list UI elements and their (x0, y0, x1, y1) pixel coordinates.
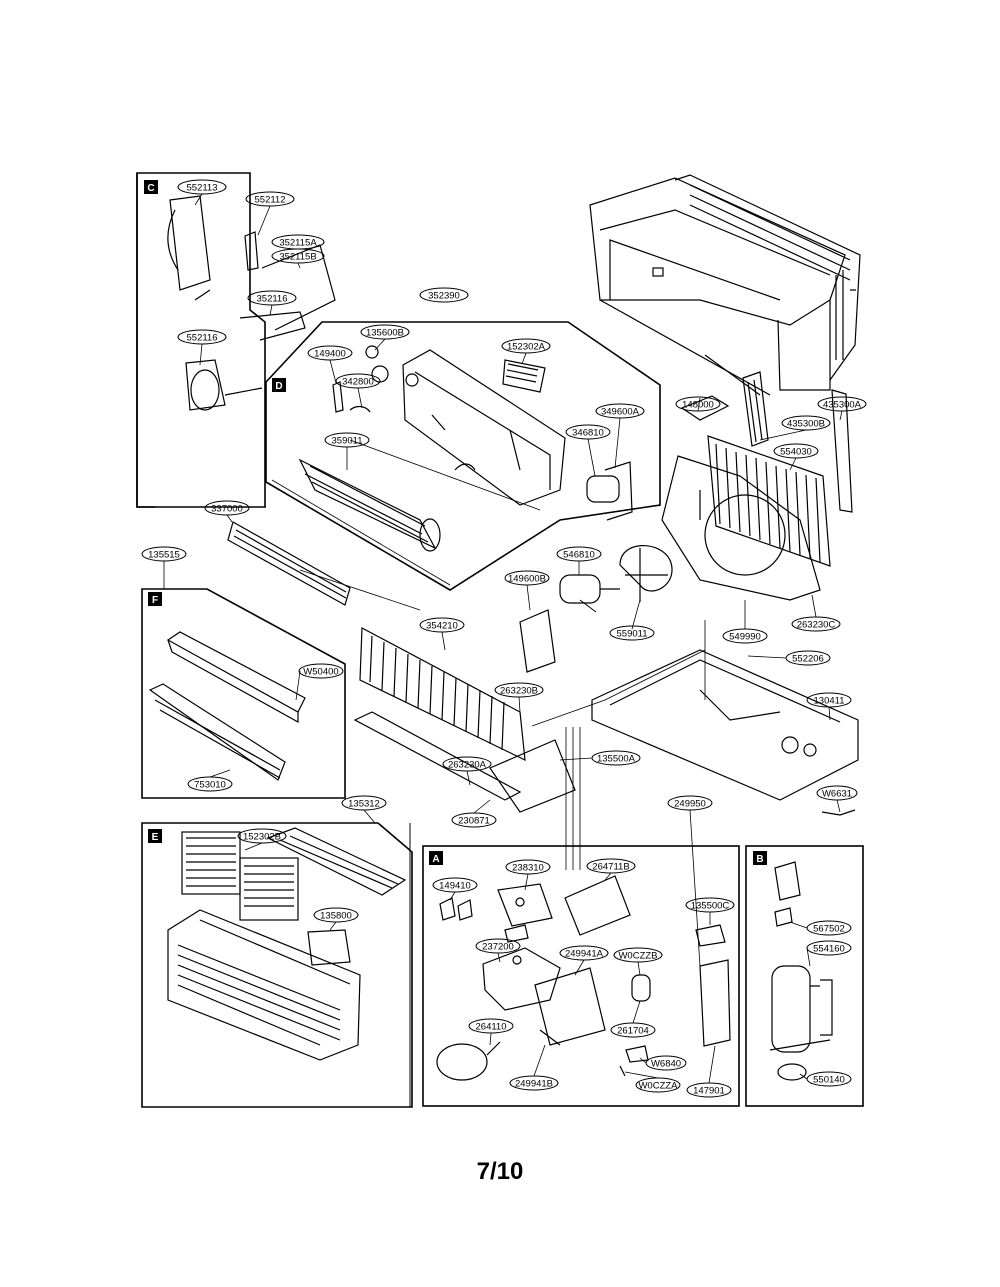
part-label-263230c: 263230C (797, 620, 836, 631)
part-label-w0czza: W0CZZA (638, 1081, 678, 1092)
tubing-c-drawing (167, 195, 336, 411)
part-label-552112: 552112 (255, 195, 286, 206)
part-label-753010: 753010 (194, 780, 226, 791)
part-label-554030: 554030 (780, 447, 812, 458)
part-label-359011: 359011 (332, 436, 363, 447)
section-b-tag: B (756, 854, 763, 865)
nut-drawing (365, 345, 379, 359)
wire-harness-drawing (821, 809, 856, 816)
part-label-230871: 230871 (458, 816, 490, 827)
section-tags: C D F E A B (144, 180, 767, 865)
part-label-435300b: 435300B (787, 419, 825, 430)
section-d-frame (265, 321, 661, 591)
part-label-149600b: 149600B (508, 574, 546, 585)
part-label-349600a: 349600A (601, 407, 640, 418)
part-label-135500c: 135500C (691, 901, 730, 912)
part-label-149410: 149410 (439, 881, 471, 892)
control-base-drawing (489, 739, 576, 813)
leader-lines (163, 193, 843, 1084)
part-label-435300a: 435300A (823, 400, 862, 411)
bracket-drawing (680, 395, 730, 421)
part-label-352115b: 352115B (279, 252, 316, 263)
part-label-w6631: W6631 (822, 789, 852, 800)
part-label-552116: 552116 (187, 333, 218, 344)
part-label-135500a: 135500A (597, 754, 636, 765)
base-pan-drawing (591, 649, 859, 801)
section-f-tag: F (152, 595, 158, 606)
part-label-354210: 354210 (426, 621, 458, 632)
part-label-238310: 238310 (512, 863, 544, 874)
section-a-parts-drawing (436, 875, 731, 1081)
part-label-337000: 337000 (211, 504, 243, 515)
section-f-parts-drawing (148, 631, 306, 781)
wall-grille-drawing (742, 371, 853, 513)
section-a-tag: A (432, 854, 439, 865)
part-label-264711b: 264711B (592, 862, 629, 873)
drain-tray-drawing (353, 711, 522, 801)
part-label-263230b: 263230B (500, 686, 538, 697)
part-label-352390: 352390 (428, 291, 460, 302)
page-number: 7/10 (476, 1158, 524, 1185)
part-label-249950: 249950 (674, 799, 706, 810)
compressor-drawing (769, 861, 833, 1081)
part-label-237200: 237200 (482, 942, 514, 953)
section-e-frame (141, 822, 413, 1108)
part-label-w0czzb: W0CZZB (618, 951, 657, 962)
part-label-135600b: 135600B (366, 328, 404, 339)
part-label-342800: 342800 (342, 377, 374, 388)
fan-motor-drawing (559, 574, 620, 604)
part-label-130411: 130411 (814, 696, 845, 707)
blower-housing-drawing (402, 349, 566, 506)
section-a-frame (422, 845, 740, 1107)
part-label-149400: 149400 (314, 349, 346, 360)
part-label-152302a: 152302A (507, 342, 546, 353)
part-label-554160: 554160 (813, 944, 845, 955)
part-label-148000: 148000 (682, 400, 714, 411)
part-label-552113: 552113 (187, 183, 218, 194)
part-label-249941a: 249941A (565, 949, 604, 960)
part-label-135800: 135800 (320, 911, 352, 922)
part-label-346810: 346810 (572, 428, 604, 439)
part-label-263230a: 263230A (448, 760, 487, 771)
part-label-352116: 352116 (257, 294, 288, 305)
louver-drawing (227, 521, 351, 606)
blower-motor-drawing (586, 461, 633, 521)
section-e-tag: E (152, 832, 159, 843)
section-c-tag: C (147, 183, 154, 194)
motor-bracket-drawing (519, 609, 556, 673)
part-label-559011: 559011 (617, 629, 648, 640)
part-label-135312: 135312 (348, 799, 380, 810)
part-label-352115a: 352115A (279, 238, 317, 249)
part-label-567502: 567502 (813, 924, 845, 935)
part-label-550140: 550140 (813, 1075, 845, 1086)
evaporator-coil-drawing (359, 627, 526, 762)
section-d-tag: D (275, 381, 282, 392)
section-f-frame (141, 588, 346, 799)
damper-pin-drawing (332, 381, 344, 413)
part-label-147901: 147901 (693, 1086, 725, 1097)
fan-blade-drawing (619, 545, 673, 602)
part-label-249941b: 249941B (515, 1079, 553, 1090)
section-e-parts-drawing (167, 827, 407, 1061)
part-label-264110: 264110 (476, 1022, 507, 1033)
blower-wheel-drawing (298, 458, 441, 552)
part-label-549990: 549990 (729, 632, 761, 643)
cabinet-sleeve-drawing (589, 174, 861, 396)
part-label-135515: 135515 (148, 550, 180, 561)
clip-drawing (349, 405, 371, 413)
part-label-261704: 261704 (617, 1026, 649, 1037)
part-label-552206: 552206 (792, 654, 824, 665)
part-label-w50400: W50400 (303, 667, 338, 678)
part-label-546810: 546810 (563, 550, 595, 561)
shroud-drawing (661, 455, 821, 601)
section-b-frame (745, 845, 864, 1107)
part-label-152302b: 152302B (243, 832, 281, 843)
part-label-w6840: W6840 (651, 1059, 681, 1070)
